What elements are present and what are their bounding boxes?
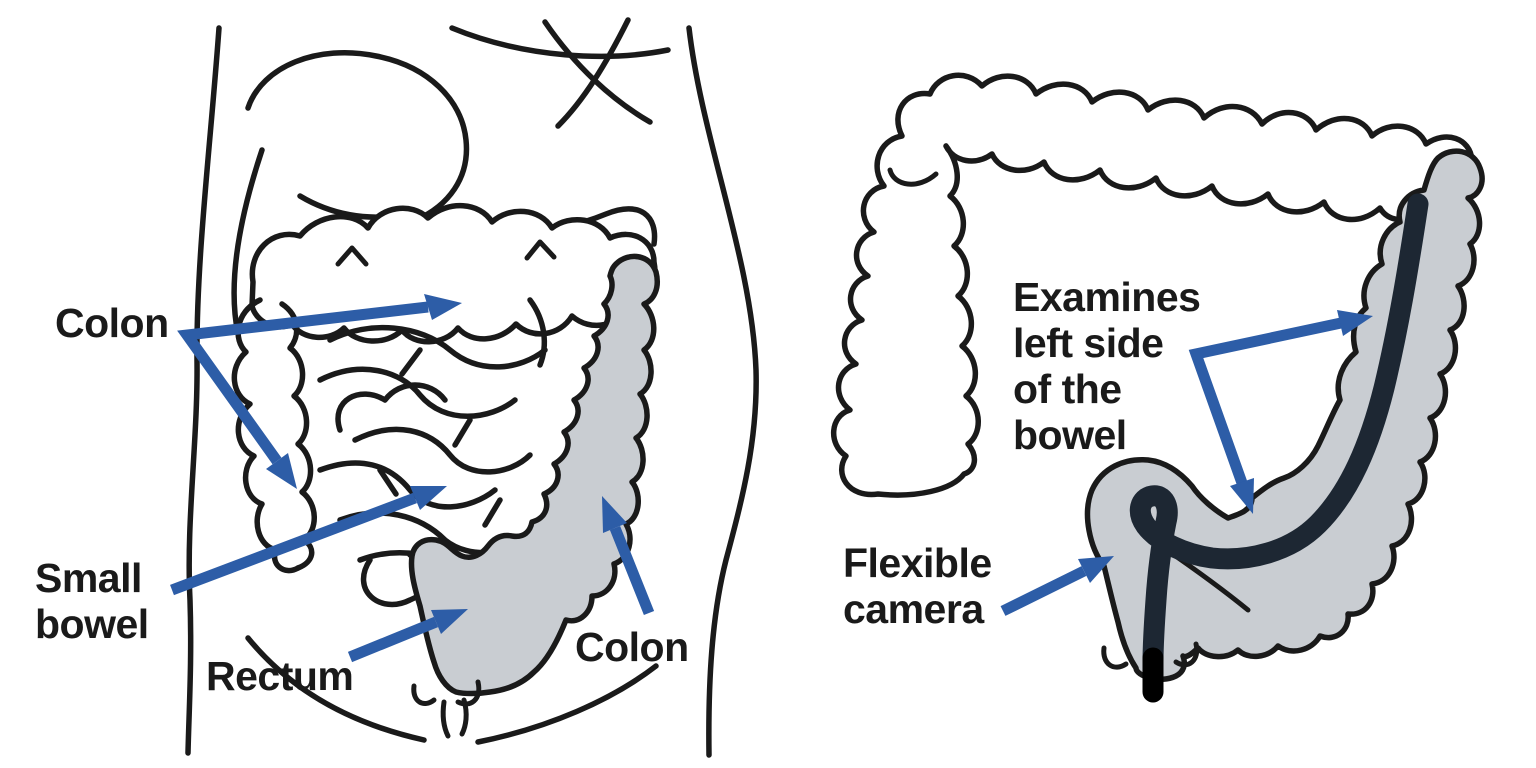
abdomen-figure: [170, 17, 759, 758]
ribcage-line: [231, 147, 265, 337]
colon-upper-label: Colon: [55, 300, 169, 346]
perineum-line-2: [459, 697, 469, 737]
esophagus-line-2: [555, 17, 631, 129]
pelvis-lines: [245, 635, 659, 745]
torso-outline-left: [185, 25, 222, 756]
bowel-figure: [830, 72, 1485, 703]
small-bowel-label: Small bowel: [35, 555, 149, 647]
rectum-hook-left: [411, 683, 437, 706]
distal-colon-shaded: [408, 253, 660, 697]
right-groin-line: [475, 663, 659, 745]
rectum-hook-right-right-figure: [1173, 641, 1200, 668]
rectum-label: Rectum: [206, 653, 354, 699]
haustra-mark-2: [524, 239, 557, 261]
ascending-colon-inner: [279, 301, 317, 571]
flexible-camera-arrow: [1000, 556, 1114, 616]
examines-arrows: [1188, 310, 1373, 514]
cecum-fold-mark: [887, 167, 939, 187]
flexible-camera-label: Flexible camera: [843, 540, 992, 632]
diaphragm-line: [449, 25, 671, 60]
ascending-colon: [231, 297, 301, 574]
perineum-line-1: [440, 699, 451, 739]
colon-lower-arrow: [602, 496, 655, 616]
rectum-arrow: [347, 609, 468, 663]
proximal-colon-outline: [830, 72, 1476, 498]
torso-outline-right: [686, 25, 759, 758]
sigmoidoscope-tube: [1129, 193, 1429, 673]
colon-lower-label: Colon: [575, 624, 689, 670]
colon-upper-arrows: [177, 294, 462, 489]
rectum-hook-right: [455, 679, 482, 707]
stomach-outline: [245, 50, 470, 231]
haustra-mark-1: [335, 245, 369, 267]
examines-label: Examines left side of the bowel: [1013, 274, 1201, 458]
left-groin-line: [245, 635, 427, 743]
rectum-hook-left-right-figure: [1101, 645, 1129, 670]
small-bowel-arrow: [170, 486, 447, 596]
